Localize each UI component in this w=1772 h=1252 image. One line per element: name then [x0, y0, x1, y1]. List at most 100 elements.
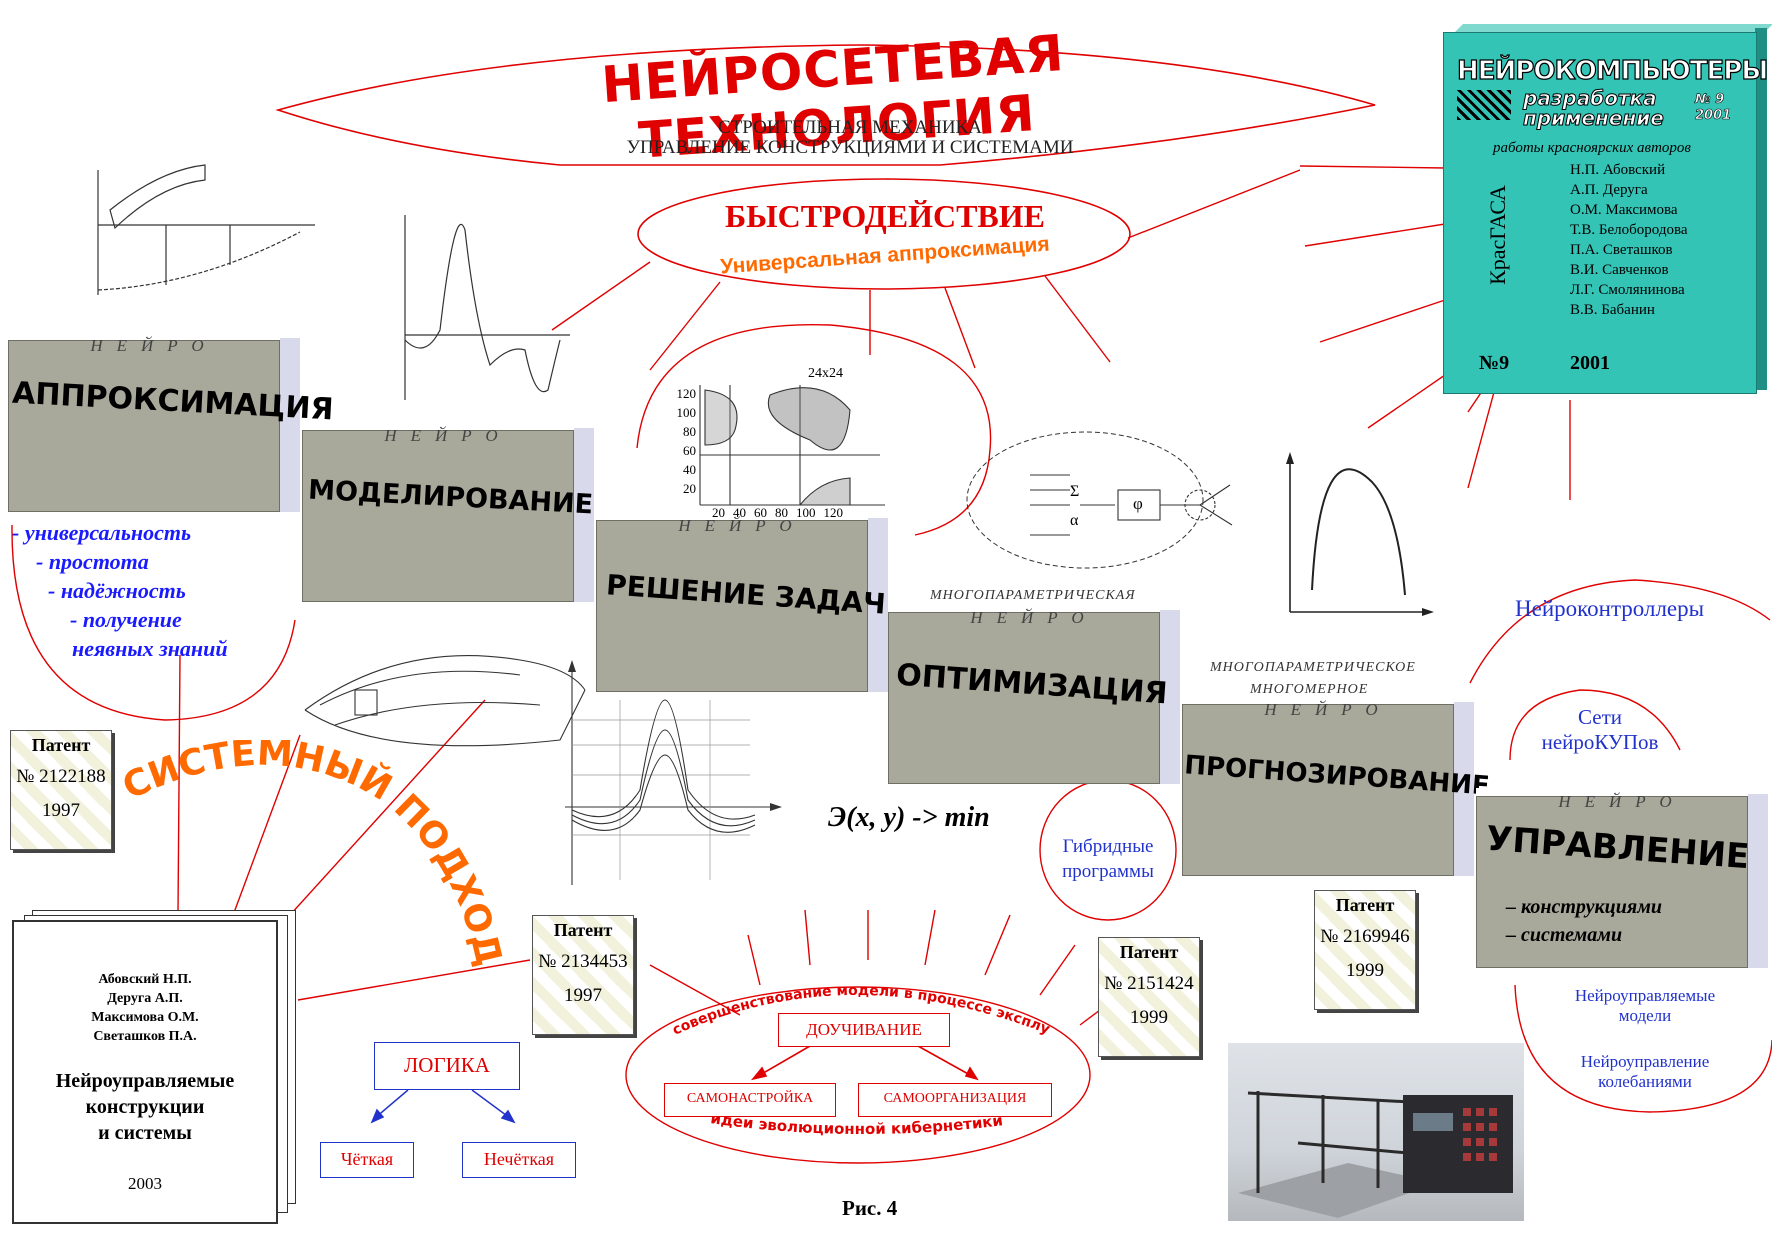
neuron-ellipse [966, 431, 1204, 569]
mini-chart-y-ticks: 120 100 80 60 40 20 [672, 384, 697, 498]
logic-crisp: Чёткая [340, 1149, 394, 1169]
stage-solving-neiro: НЕЙРО [678, 516, 806, 535]
journal-authors-caption: работы красноярских авторов [1493, 140, 1691, 156]
patent-number: № 2134453 [538, 951, 628, 972]
journal-author: Т.В. Белобородова [1570, 222, 1688, 238]
speed-heading: БЫСТРОДЕЙСТВИЕ [725, 198, 1045, 234]
stage-modelling-neiro: НЕЙРО [384, 426, 512, 445]
hybrid-label: Гибридные программы [1048, 834, 1168, 884]
self-org-box: САМООРГАНИЗАЦИЯ [858, 1083, 1052, 1117]
book-stack: Абовский Н.П. Деруга А.П. Максимова О.М.… [8, 910, 298, 1224]
speed-ellipse [637, 178, 1131, 290]
self-tuning-box: САМОНАСТРОЙКА [664, 1083, 836, 1117]
x-tick: 120 [823, 505, 844, 520]
stage-control-neiro: НЕЙРО [1558, 792, 1686, 811]
self-tuning-label: САМОНАСТРОЙКА [686, 1091, 814, 1106]
patent-1: Патент № 2122188 1997 [10, 730, 112, 850]
book-title-line: и системы [98, 1122, 192, 1144]
x-tick: 80 [775, 505, 788, 520]
networks-label: Сети нейроКУПов [1520, 705, 1680, 755]
forecast-curve [1289, 455, 1430, 613]
learning-ellipse [625, 986, 1091, 1164]
feature-3: - надёжность [48, 578, 186, 603]
vibration-line-1: Нейроуправление [1580, 1052, 1710, 1071]
hybrid-line-2: программы [1062, 861, 1154, 882]
journal-author: В.В. Бабанин [1570, 302, 1655, 318]
book-author: Максимова О.М. [91, 1010, 199, 1025]
feature-1: - универсальность [12, 520, 192, 545]
journal-cover: НЕЙРОКОМПЬЮТЕРЫ разработка применение № … [1443, 24, 1772, 394]
book-year: 2003 [128, 1174, 162, 1193]
approx-features: - универсальность - простота - надёжност… [12, 518, 228, 663]
patent-year: 1999 [1130, 1007, 1168, 1028]
neurocontrollers-label: Нейроконтроллеры [1515, 596, 1705, 621]
patent-number: № 2122188 [16, 766, 106, 787]
title-banner [275, 44, 1376, 166]
control-item-1: – конструкциями [1506, 896, 1663, 918]
retraining-box: ДОУЧИВАНИЕ [778, 1013, 950, 1047]
logic-box: ЛОГИКА [374, 1042, 520, 1090]
self-org-label: САМООРГАНИЗАЦИЯ [883, 1091, 1027, 1106]
subtitle-line-1: СТРОИТЕЛЬНАЯ МЕХАНИКА [718, 117, 982, 138]
patent-label: Патент [31, 735, 91, 755]
y-tick: 120 [676, 386, 697, 401]
y-tick: 100 [676, 405, 697, 420]
figure-caption: Рис. 4 [842, 1196, 898, 1220]
networks-line-1: Сети [1578, 705, 1622, 729]
journal-title: НЕЙРОКОМПЬЮТЕРЫ [1456, 55, 1768, 86]
y-tick: 20 [683, 481, 696, 496]
stage-modelling: НЕЙРО МОДЕЛИРОВАНИЕ [302, 422, 594, 602]
patent-year: 1997 [564, 985, 602, 1006]
neuron-alpha: α [1070, 512, 1079, 529]
subtitle-line-2: УПРАВЛЕНИЕ КОНСТРУКЦИЯМИ И СИСТЕМАМИ [626, 137, 1074, 158]
journal-issue: №9 [1479, 352, 1510, 374]
patent-3: Патент № 2151424 1999 [1098, 937, 1200, 1057]
retraining-label: ДОУЧИВАНИЕ [806, 1020, 922, 1039]
stage-approximation-neiro: НЕЙРО [90, 336, 218, 355]
stage-forecasting: НЕЙРО ПРОГНОЗИРОВАНИЕ [1182, 696, 1491, 876]
neuro-models-line-1: Нейроуправляемые [1574, 986, 1716, 1005]
stage-approximation: НЕЙРО АППРОКСИМАЦИЯ [8, 332, 334, 512]
book-cover: Абовский Н.П. Деруга А.П. Максимова О.М.… [12, 920, 278, 1224]
journal-year: 2001 [1570, 352, 1610, 374]
control-item-2: – системами [1506, 924, 1623, 946]
approx-surface-chart [97, 164, 315, 295]
vibration-line-2: колебаниями [1598, 1072, 1692, 1091]
journal-author: Н.П. Абовский [1570, 162, 1666, 178]
book-title-line: Нейроуправляемые [55, 1070, 235, 1092]
neuron-sum: Σ [1070, 483, 1080, 500]
journal-author: П.А. Светашков [1570, 242, 1673, 258]
mini-chart-grid-label: 24x24 [808, 366, 843, 381]
optimization-prefix: МНОГОПАРАМЕТРИЧЕСКАЯ [930, 588, 1136, 603]
journal-vertical-text: КрасГАСА [1485, 185, 1510, 285]
x-tick: 20 [712, 505, 725, 520]
feature-5: неявных знаний [72, 636, 228, 661]
logic-crisp-box: Чёткая [320, 1142, 414, 1178]
learning-arcs: совершенствование модели в процессе эксп… [620, 975, 1052, 1138]
mini-chart-x-ticks: 20 40 60 80 100 120 [712, 505, 843, 521]
forecast-prefix-1: МНОГОПАРАМЕТРИЧЕСКОЕ [1210, 660, 1416, 675]
patent-number: № 2169946 [1320, 926, 1410, 947]
neuro-models-label: Нейроуправляемые модели [1540, 986, 1750, 1026]
journal-author: А.П. Деруга [1570, 182, 1648, 198]
x-tick: 100 [796, 505, 816, 520]
y-tick: 40 [683, 462, 696, 477]
patent-label: Патент [1335, 895, 1395, 915]
stage-optimization: НЕЙРО ОПТИМИЗАЦИЯ [888, 604, 1180, 784]
feature-4: - получение [70, 607, 182, 632]
vibration-label: Нейроуправление колебаниями [1540, 1052, 1750, 1092]
book-author: Деруга А.П. [107, 991, 183, 1006]
patent-4: Патент № 2169946 1999 [1314, 890, 1416, 1010]
journal-issue-small: № 9 [1695, 92, 1725, 108]
feature-2: - простота [36, 549, 149, 574]
journal-subtitle-2: применение [1523, 106, 1665, 131]
logic-fuzzy-box: Нечёткая [462, 1142, 576, 1178]
book-title-line: конструкции [85, 1096, 205, 1118]
arch-roof-sketch [304, 655, 586, 747]
neuron-phi: φ [1133, 494, 1143, 513]
patent-number: № 2151424 [1104, 973, 1194, 994]
forecast-prefix-2: МНОГОМЕРНОЕ [1250, 682, 1369, 697]
moments-chart [565, 665, 775, 885]
book-author: Абовский Н.П. [98, 972, 192, 987]
